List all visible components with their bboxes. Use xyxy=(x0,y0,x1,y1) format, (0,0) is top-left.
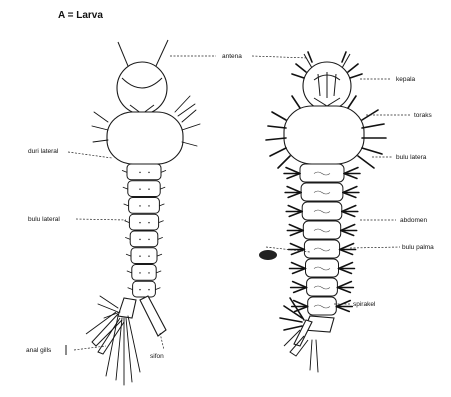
left-segment-mark xyxy=(139,222,141,224)
label-toraks: toraks xyxy=(414,112,432,119)
left-abdominal-segment xyxy=(129,214,158,230)
left-segment-mark xyxy=(139,188,141,190)
label-duri-lateral: duri lateral xyxy=(28,148,59,155)
left-abdominal-segment xyxy=(132,265,156,281)
left-segment-mark xyxy=(148,289,150,291)
right-abdomen xyxy=(284,164,360,315)
left-segment-mark xyxy=(139,255,141,257)
label-sifon: sifon xyxy=(150,353,164,360)
left-larva xyxy=(86,40,200,385)
left-thorax xyxy=(107,112,183,164)
right-lateral-tuft xyxy=(288,206,302,212)
figure-title: A = Larva xyxy=(58,10,103,21)
left-lateral-hair xyxy=(126,254,131,256)
label-kepala: kepala xyxy=(396,76,416,83)
right-abdominal-segment xyxy=(308,297,337,315)
left-lateral-hair xyxy=(125,237,130,239)
right-lateral-tuft xyxy=(290,244,304,250)
left-segment-mark xyxy=(148,205,150,207)
right-lateral-tuft xyxy=(337,282,351,288)
left-lateral-hair xyxy=(159,204,164,206)
left-segment-mark xyxy=(139,239,141,241)
left-antenna-left xyxy=(118,42,128,66)
right-lateral-tuft xyxy=(293,282,307,288)
labels: antena kepala toraks duri lateral bulu l… xyxy=(26,53,434,360)
right-ventral-hairs xyxy=(310,340,318,372)
label-bulu-palma: bulu palma xyxy=(402,244,434,251)
left-segment-mark xyxy=(148,272,150,274)
left-abdominal-segment xyxy=(130,231,158,247)
left-segment-mark xyxy=(139,289,141,291)
right-lateral-tuft xyxy=(340,244,354,250)
leader-lines xyxy=(66,56,410,355)
right-abdominal-segment xyxy=(304,240,339,258)
right-abdominal-segment xyxy=(301,183,343,201)
right-lateral-tuft xyxy=(342,206,356,212)
left-lateral-hair xyxy=(127,271,132,273)
left-segment-mark xyxy=(148,255,150,257)
left-antenna-right xyxy=(156,40,168,66)
left-abdominal-segment xyxy=(129,198,160,214)
right-lateral-tuft xyxy=(292,263,306,269)
left-lateral-hair xyxy=(160,187,165,189)
right-abdominal-segment xyxy=(306,259,339,277)
right-lateral-tuft xyxy=(289,225,303,231)
detached-palmate-hair xyxy=(259,250,277,260)
left-lateral-hair xyxy=(158,237,163,239)
right-lateral-tuft xyxy=(344,168,358,174)
left-segment-mark xyxy=(148,222,150,224)
right-lateral-tuft xyxy=(343,187,357,193)
left-segment-mark xyxy=(148,188,150,190)
left-lateral-hair xyxy=(122,170,127,172)
label-abdomen: abdomen xyxy=(400,217,427,224)
right-larva xyxy=(266,52,386,372)
right-abdominal-segment xyxy=(303,221,340,239)
left-abdominal-segment xyxy=(128,181,160,197)
left-lateral-hair xyxy=(156,271,161,273)
left-lateral-hair xyxy=(155,288,160,290)
left-abdomen xyxy=(122,164,166,297)
right-lateral-tuft xyxy=(287,187,301,193)
left-segment-mark xyxy=(148,172,150,174)
label-bulu-lateral-right: bulu latera xyxy=(396,154,427,161)
left-lateral-hair xyxy=(123,187,128,189)
left-segment-mark xyxy=(139,205,141,207)
left-lateral-hair xyxy=(128,288,133,290)
left-lateral-hair xyxy=(157,254,162,256)
right-abdominal-segment xyxy=(307,278,338,296)
left-segment-mark xyxy=(139,172,141,174)
left-siphon xyxy=(140,296,166,336)
right-lateral-tuft xyxy=(339,263,353,269)
right-thorax xyxy=(284,106,364,164)
left-lateral-hair xyxy=(124,221,129,223)
right-abdominal-segment xyxy=(300,164,344,182)
left-abdominal-segment xyxy=(131,248,157,264)
right-lateral-tuft xyxy=(286,168,300,174)
right-lateral-tuft xyxy=(294,301,308,307)
label-antena: antena xyxy=(222,53,242,60)
right-abdominal-segment xyxy=(302,202,342,220)
left-segment-mark xyxy=(139,272,141,274)
label-bulu-lateral-left: bulu lateral xyxy=(28,216,60,223)
right-lateral-tuft xyxy=(336,301,350,307)
label-spirakel: spirakel xyxy=(353,301,376,308)
left-saddle xyxy=(118,298,136,318)
label-anal-gills: anal gills xyxy=(26,347,52,354)
left-lateral-hair xyxy=(124,204,129,206)
left-segment-mark xyxy=(148,239,150,241)
left-abdominal-segment xyxy=(127,164,161,180)
scan-artifact xyxy=(33,245,65,317)
right-lateral-tuft xyxy=(341,225,355,231)
left-lateral-hair xyxy=(161,170,166,172)
left-lateral-hair xyxy=(159,221,164,223)
left-abdominal-segment xyxy=(133,281,156,297)
